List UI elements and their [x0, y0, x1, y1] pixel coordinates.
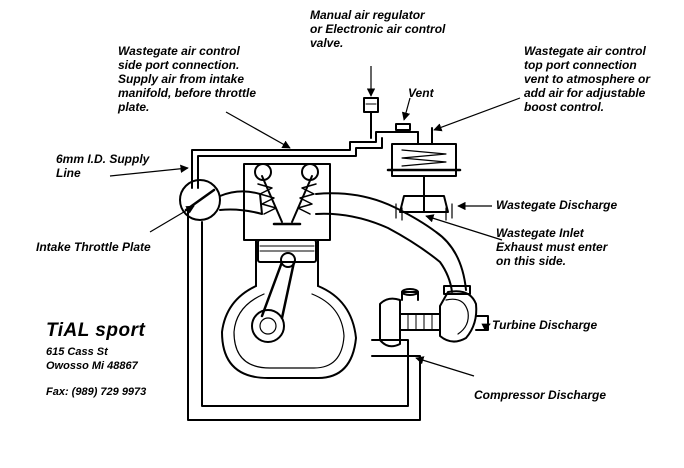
piston: [257, 239, 317, 263]
compressor-inlet-mouth: [401, 288, 419, 296]
compressor-housing: [379, 297, 401, 348]
label-supply-line-line: 6mm I.D. Supply: [56, 152, 150, 166]
brand-address-2: Owosso Mi 48867: [46, 360, 138, 372]
cylinder-walls: [255, 239, 319, 287]
wastegate-fins: [395, 203, 453, 221]
intake-spring: [257, 183, 277, 215]
brand-address-1: 615 Cass St: [46, 346, 108, 358]
arrow-intake-throttle: [149, 205, 195, 233]
exhaust-runner-top: [315, 192, 467, 291]
label-wastegate-inlet-line: Wastegate Inlet: [496, 226, 584, 240]
throttle-plate: [184, 188, 216, 212]
brand-fax: Fax: (989) 729 9973: [46, 386, 147, 398]
exhaust-runner-bottom: [315, 212, 453, 293]
arrow-compressor-discharge: [415, 356, 475, 377]
label-top-port-line: top port connection: [524, 58, 637, 72]
label-supply-line: 6mm I.D. Supply Line: [56, 152, 149, 180]
label-compressor-discharge: Compressor Discharge: [474, 388, 607, 402]
supply-line-inner: [197, 137, 383, 189]
wastegate-spring: [401, 149, 447, 167]
intake-pipe-outer: [187, 209, 421, 421]
crank-journal: [251, 309, 285, 343]
label-top-port: Wastegate air control top port connectio…: [524, 44, 650, 114]
crankcase-inner: [233, 293, 345, 369]
label-turbine-discharge: Turbine Discharge: [492, 318, 598, 332]
label-manual-regulator-line: or Electronic air control: [310, 22, 446, 36]
regulator-valve: [363, 97, 379, 113]
cylinder-head: [243, 163, 331, 241]
label-top-port-line: boost control.: [524, 100, 604, 114]
arrow-vent: [401, 97, 411, 121]
center-section: [399, 313, 441, 331]
label-side-port: Wastegate air control side port connecti…: [118, 44, 256, 114]
label-side-port-line: manifold, before throttle: [118, 86, 256, 100]
center-section-fins: [407, 313, 433, 331]
throttle-body: [179, 179, 221, 221]
label-manual-regulator-line: valve.: [310, 36, 344, 50]
arrow-wastegate-inlet: [425, 214, 503, 241]
label-supply-line-line: Line: [56, 166, 81, 180]
turbine-scroll: [445, 298, 469, 335]
turbine-outlet: [475, 315, 489, 331]
label-side-port-line: Supply air from intake: [118, 72, 245, 86]
exhaust-spring: [297, 183, 317, 215]
arrow-turbine-discharge: [481, 323, 491, 332]
intake-cam: [254, 163, 272, 181]
label-side-port-line: plate.: [118, 100, 150, 114]
label-wastegate-discharge: Wastegate Discharge: [496, 198, 618, 212]
wastegate-top-port: [417, 127, 433, 145]
arrow-side-port: [225, 111, 291, 149]
label-vent: Vent: [408, 86, 434, 100]
label-intake-throttle-plate: Intake Throttle Plate: [36, 240, 151, 254]
label-wastegate-inlet-line: on this side.: [496, 254, 567, 268]
arrow-supply-line: [109, 164, 189, 177]
supply-line: [191, 131, 419, 189]
piston-rings: [259, 245, 315, 252]
intake-pipe-inner: [201, 221, 409, 407]
crankcase: [221, 285, 357, 379]
turbine-inlet-flange: [443, 285, 471, 295]
arrow-top-port: [433, 97, 521, 132]
label-top-port-line: add air for adjustable: [524, 86, 646, 100]
label-side-port-line: side port connection.: [118, 58, 240, 72]
label-manual-regulator-line: Manual air regulator: [310, 8, 425, 22]
crank-journal-inner: [259, 317, 277, 335]
label-top-port-line: Wastegate air control: [524, 44, 646, 58]
intake-runner: [219, 190, 263, 215]
label-manual-regulator: Manual air regulator or Electronic air c…: [310, 8, 445, 50]
wrist-pin: [280, 252, 296, 268]
wastegate-cap: [391, 143, 457, 177]
brand-logo: TiAL sport: [46, 320, 146, 341]
compressor-inlet: [401, 291, 419, 301]
vent-fitting: [395, 123, 411, 131]
connecting-rod: [260, 260, 296, 320]
label-side-port-line: Wastegate air control: [118, 44, 240, 58]
label-wastegate-inlet-line: Exhaust must enter: [496, 240, 608, 254]
wastegate-valve-body: [399, 195, 449, 213]
label-wastegate-inlet: Wastegate Inlet Exhaust must enter on th…: [496, 226, 607, 268]
exhaust-cam: [301, 163, 319, 181]
label-top-port-line: vent to atmosphere or: [524, 72, 651, 86]
